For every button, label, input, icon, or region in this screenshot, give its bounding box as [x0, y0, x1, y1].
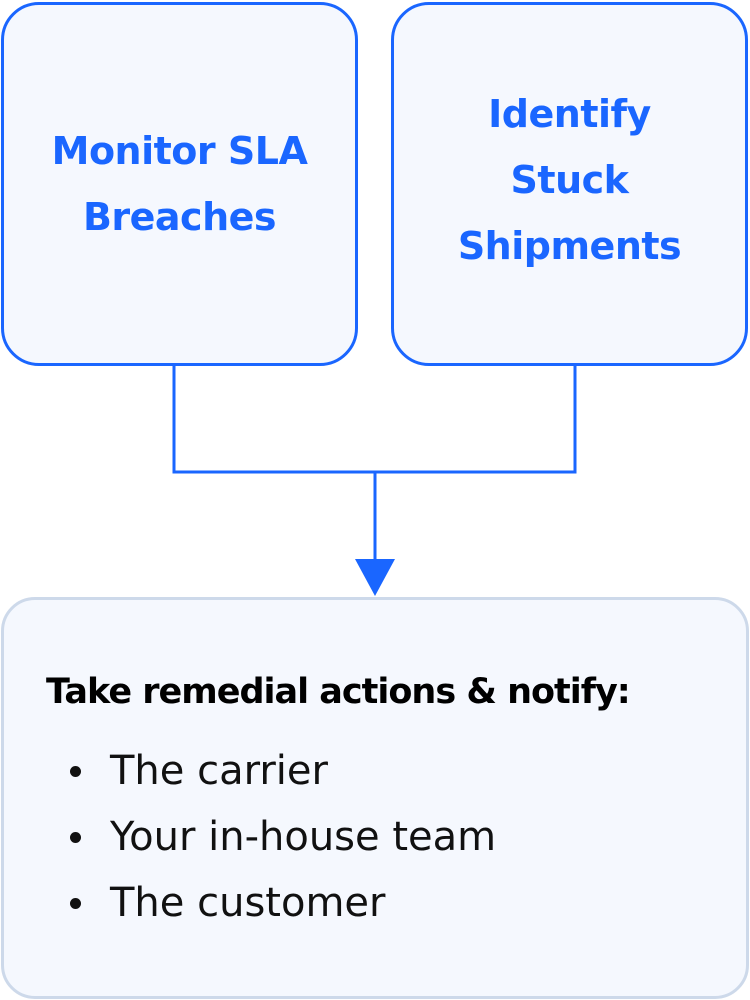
- step-box-identify-stuck-shipments: Identify Stuck Shipments: [391, 2, 748, 366]
- list-item: The carrier: [70, 738, 496, 804]
- merge-connector: [172, 366, 577, 474]
- step-box-monitor-sla: Monitor SLA Breaches: [1, 2, 358, 366]
- bullet-icon: [70, 831, 81, 843]
- action-title: Take remedial actions & notify:: [46, 672, 631, 712]
- bullet-icon: [70, 765, 81, 777]
- list-item-text: The customer: [110, 880, 386, 926]
- list-item-text: The carrier: [110, 748, 328, 794]
- list-item: Your in-house team: [70, 804, 496, 870]
- notify-list: The carrier Your in-house team The custo…: [70, 738, 496, 936]
- list-item-text: Your in-house team: [110, 814, 497, 860]
- step-label: Identify Stuck Shipments: [457, 92, 682, 268]
- action-box: Take remedial actions & notify: The carr…: [1, 597, 749, 999]
- list-item: The customer: [70, 870, 496, 936]
- bullet-icon: [70, 897, 81, 909]
- arrow-down-icon: [355, 559, 395, 596]
- step-label: Monitor SLA Breaches: [51, 129, 308, 239]
